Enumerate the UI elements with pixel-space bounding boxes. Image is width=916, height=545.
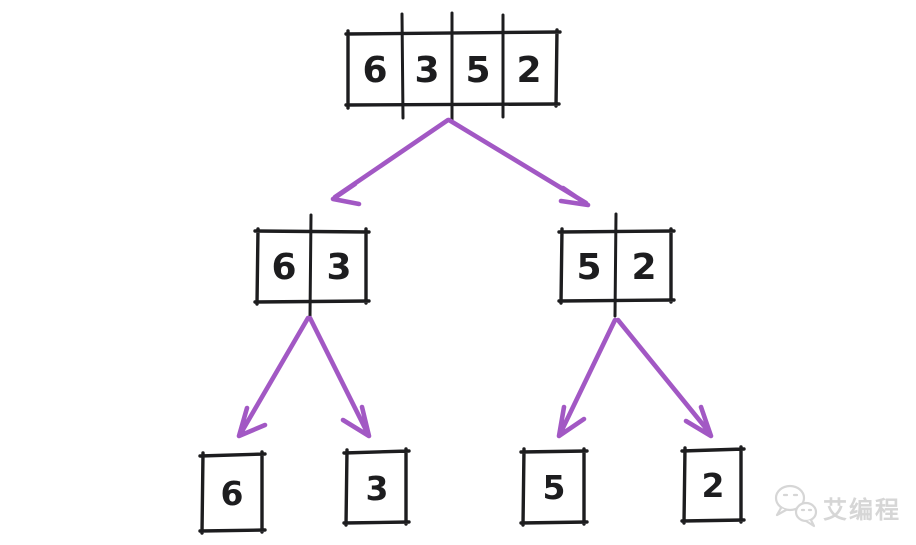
right-pair-divider bbox=[613, 212, 618, 318]
root-cell-value: 6 bbox=[362, 50, 387, 91]
chat-bubble-large-tail bbox=[775, 506, 788, 517]
leaf-value: 5 bbox=[543, 468, 566, 507]
root-cell-divider-1 bbox=[400, 12, 405, 120]
leaf-box-6 bbox=[198, 450, 267, 535]
right-pair-cell-value: 5 bbox=[576, 247, 601, 288]
root-cell-value: 5 bbox=[465, 50, 490, 91]
chat-bubble-small-tail bbox=[804, 518, 816, 528]
root-cell-value: 3 bbox=[414, 50, 439, 91]
value-layer: 6 3 5 2 6 3 5 2 6 3 5 2 bbox=[221, 50, 725, 513]
split-arrow-right-pair-right bbox=[615, 317, 714, 439]
leaf-value: 2 bbox=[702, 466, 725, 505]
leaf-value: 3 bbox=[366, 469, 389, 508]
left-pair-divider bbox=[308, 213, 313, 319]
left-pair-cell-value: 6 bbox=[271, 247, 296, 288]
leaf-box-5 bbox=[519, 447, 589, 527]
watermark-text: 艾编程 bbox=[823, 496, 901, 524]
arrow-layer bbox=[236, 117, 714, 439]
split-arrow-left-pair-right bbox=[307, 315, 372, 439]
leaf-value: 6 bbox=[221, 474, 244, 513]
split-arrow-root-right bbox=[446, 117, 591, 208]
split-arrow-root-left bbox=[330, 117, 451, 207]
ink-layer bbox=[198, 11, 746, 535]
chat-bubble-large bbox=[774, 484, 806, 512]
chat-bubble-small bbox=[794, 501, 818, 523]
leaf-box-3 bbox=[342, 447, 411, 527]
right-pair-cell-value: 2 bbox=[631, 247, 656, 288]
chat-bubbles-icon bbox=[774, 484, 818, 528]
split-arrow-right-pair-left bbox=[556, 317, 618, 439]
leaf-box-2 bbox=[680, 445, 746, 525]
left-pair-cell-value: 3 bbox=[326, 247, 351, 288]
root-cell-value: 2 bbox=[516, 50, 541, 91]
split-arrow-left-pair-left bbox=[236, 315, 311, 439]
watermark: 艾编程 bbox=[774, 484, 901, 528]
